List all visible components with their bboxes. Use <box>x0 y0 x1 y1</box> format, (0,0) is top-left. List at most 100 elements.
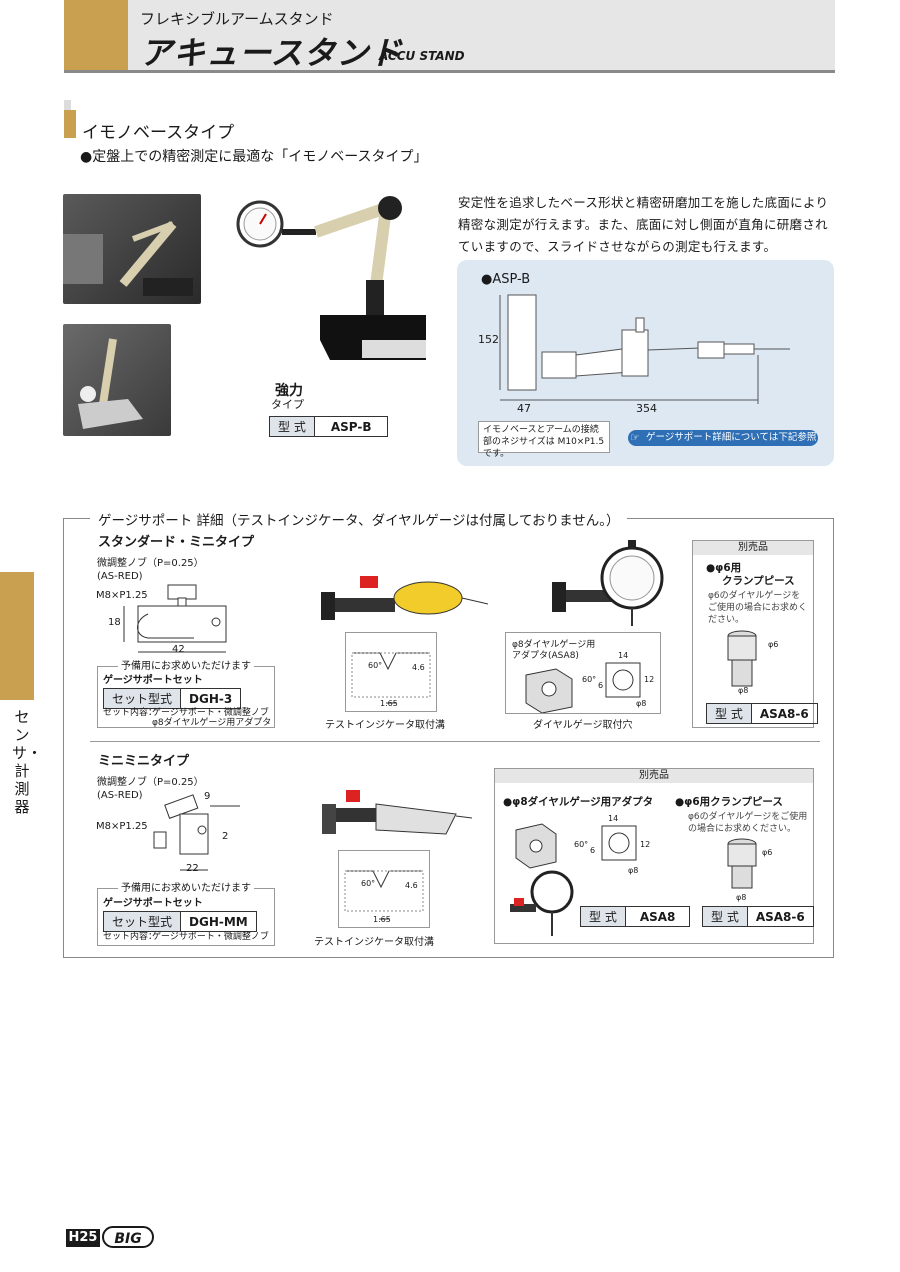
accu-stand-icon <box>236 196 426 360</box>
standard-set-title: ゲージサポートセット <box>103 675 203 686</box>
section-title: イモノベースタイプ <box>82 123 235 143</box>
pointing-hand-icon: ☞ <box>630 431 640 444</box>
section-marker <box>64 110 76 138</box>
page-title: アキュースタンド <box>140 34 403 72</box>
option-box-standard <box>692 540 814 728</box>
minimini-dim-2: 2 <box>222 831 229 842</box>
big-logo: BIG <box>102 1226 154 1248</box>
description: 安定性を追求したベース形状と精密研磨加工を施した底面により精密な測定が行えます。… <box>458 195 829 254</box>
dim-arm: 354 <box>636 402 657 415</box>
groove-box-mm: 60° 4.6 1.65 <box>338 850 430 928</box>
groove-width: 1.65 <box>373 915 391 924</box>
mm-adapter-dim-14: 14 <box>608 814 619 823</box>
clamp-piece-icon <box>727 838 757 889</box>
side-category-label: センサ・計測器 <box>12 708 43 816</box>
standard-dim-w: 42 <box>172 644 185 655</box>
standard-groove-caption: テストインジケータ取付溝 <box>325 720 445 731</box>
clamp-piece-icon <box>727 630 757 687</box>
groove-angle: 60° <box>368 661 383 670</box>
mm-adapter-dim-phi8: φ8 <box>628 866 639 875</box>
ref-button[interactable]: ☞ ゲージサポート詳細については下記参照 <box>628 430 818 446</box>
stand-sketch-icon <box>78 338 143 429</box>
photo-usage-1 <box>63 194 201 304</box>
mm-adapter-model-value: ASA8 <box>624 906 691 927</box>
strength-sub: タイプ <box>271 398 304 411</box>
option-title-2: クランプピース <box>722 575 795 587</box>
adapter-dim-6: 6 <box>598 681 604 690</box>
minimini-set-content: ゲージサポート・微調整ノブ <box>152 932 269 942</box>
mm-adapter-drawing <box>515 823 637 869</box>
header-accent <box>64 0 128 70</box>
standard-set-content-2: φ8ダイヤルゲージ用アダプタ <box>152 718 272 728</box>
mm-clamp-title: ●φ6用クランプピース <box>675 796 783 808</box>
test-indicator-icon <box>321 576 489 620</box>
minimini-groove-caption: テストインジケータ取付溝 <box>314 937 434 948</box>
mm-clamp-model-table: 型 式 ASA8-6 <box>702 906 814 927</box>
mm-adapter-dim-angle: 60° <box>574 840 589 849</box>
header-rule <box>64 70 835 73</box>
test-indicator-icon <box>322 790 473 835</box>
adapter-dim-angle: 60° <box>582 675 597 684</box>
minimini-dim-w: 22 <box>186 863 199 874</box>
set-key: セット型式 <box>102 911 182 932</box>
adapter-dim-14: 14 <box>618 651 629 660</box>
model-key: 型 式 <box>269 416 315 437</box>
strength-label: 強力 <box>275 383 303 399</box>
option-note: φ6のダイヤルゲージをご使用の場合にお求めください。 <box>708 591 808 625</box>
drawing-label: ●ASP-B <box>481 272 531 287</box>
mm-clamp-note: φ6のダイヤルゲージをご使用の場合にお求めください。 <box>688 812 808 834</box>
minimini-set-table: セット型式 DGH-MM <box>102 911 257 932</box>
header-band <box>64 0 835 70</box>
side-category-tab <box>0 572 34 700</box>
set-key: セット型式 <box>102 688 182 709</box>
asp-b-drawing <box>499 294 790 404</box>
dial-gauge-icon <box>552 540 664 626</box>
option-title-1: ●φ6用 <box>706 562 742 574</box>
minimini-thread: M8×P1.25 <box>96 821 148 832</box>
option-dim-phi8: φ8 <box>738 686 749 695</box>
drawing-note: イモノベースとアームの接続部のネジサイズは M10×P1.5 です。 <box>478 421 610 459</box>
standard-title: スタンダード・ミニタイプ <box>98 535 255 550</box>
option-dim-phi6: φ6 <box>768 640 779 649</box>
standard-set-content-1: ゲージサポート・微調整ノブ <box>152 708 269 718</box>
groove-angle: 60° <box>361 879 376 888</box>
adapter-dim-12: 12 <box>644 675 655 684</box>
adapter-drawing <box>525 662 641 714</box>
minimini-set-content-label: セット内容： <box>103 932 158 942</box>
mm-adapter-dim-6: 6 <box>590 846 596 855</box>
ref-button-label: ゲージサポート詳細については下記参照 <box>646 432 817 443</box>
minimini-spare-label: 予備用にお求めいただけます <box>118 882 254 895</box>
mm-adapter-model-table: 型 式 ASA8 <box>580 906 691 927</box>
dim-base: 47 <box>517 402 531 415</box>
set-value: DGH-MM <box>180 911 257 932</box>
groove-drawing <box>351 652 431 704</box>
header-subtitle: フレキシブルアームスタンド <box>140 10 334 28</box>
standard-set-table: セット型式 DGH-3 <box>102 688 242 709</box>
minimini-knob: 微調整ノブ（P=0.25） <box>97 777 204 788</box>
section-bullet: ●定盤上での精密測定に最適な「イモノベースタイプ」 <box>80 149 428 165</box>
adapter-label-2: アダプタ(ASA8) <box>512 651 579 661</box>
photo-usage-2 <box>63 324 171 436</box>
dial-gauge-icon <box>510 870 574 936</box>
mm-adapter-model-key: 型 式 <box>580 906 626 927</box>
page-title-en: ACCU STAND <box>379 49 465 63</box>
standard-support-drawing <box>123 584 227 653</box>
set-value: DGH-3 <box>180 688 242 709</box>
groove-box: 60° 4.6 1.65 <box>345 632 437 712</box>
groove-width: 1.65 <box>380 699 398 708</box>
option-model-key: 型 式 <box>706 703 752 724</box>
detail-separator <box>90 741 820 742</box>
mm-clamp-dim-phi6: φ6 <box>762 848 773 857</box>
standard-knob: 微調整ノブ（P=0.25） <box>97 558 204 569</box>
mm-clamp-model-value: ASA8-6 <box>746 906 814 927</box>
minimini-support-drawing <box>153 794 240 871</box>
minimini-set-title: ゲージサポートセット <box>103 898 203 909</box>
mm-adapter-dim-12: 12 <box>640 840 651 849</box>
minimini-title: ミニミニタイプ <box>98 754 190 769</box>
minimini-dim-9: 9 <box>204 791 211 802</box>
stand-sketch-icon <box>63 221 193 296</box>
option-header: 別売品 <box>693 541 813 555</box>
standard-dim-h: 18 <box>108 617 121 628</box>
product-image <box>226 190 438 370</box>
dim-height: 152 <box>478 333 499 346</box>
